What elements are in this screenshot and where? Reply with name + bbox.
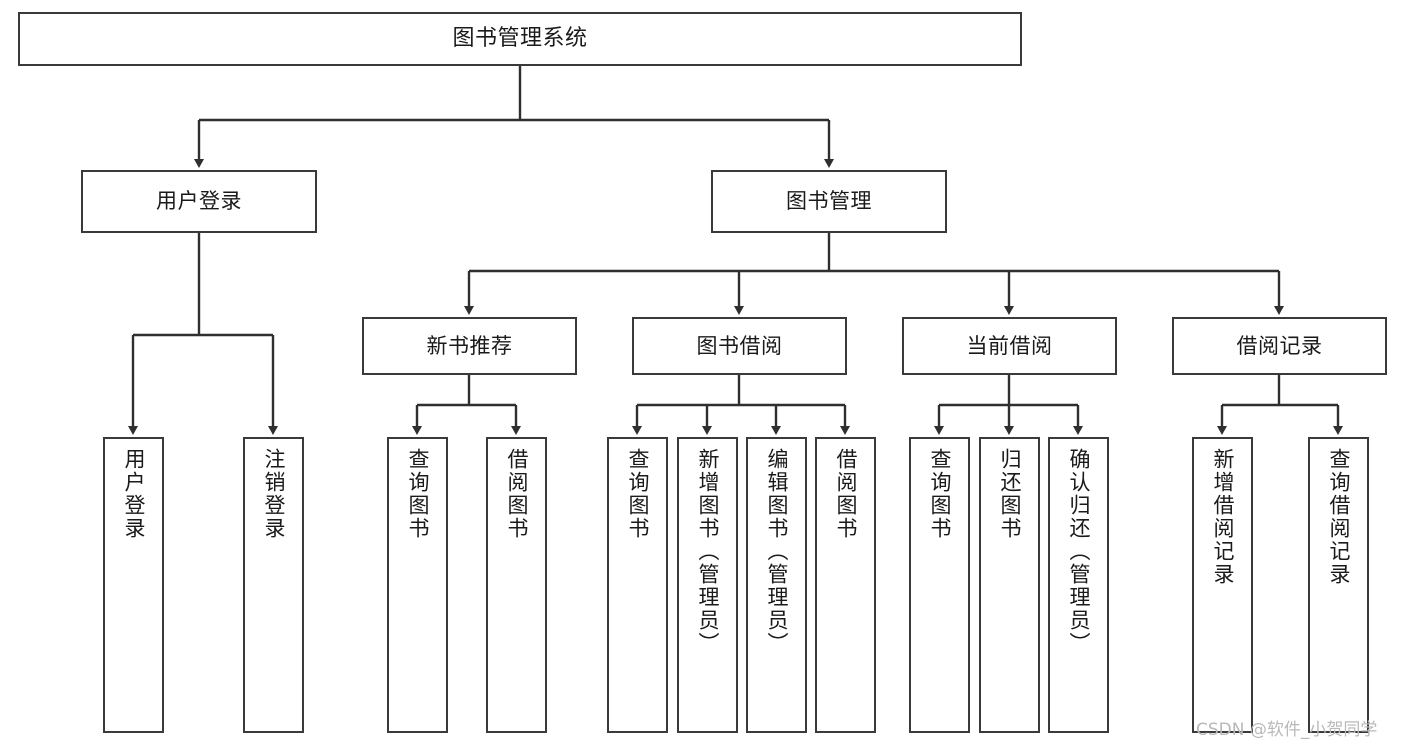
node-root-label: 图书管理系统 xyxy=(452,26,588,52)
node-leaf-return-book[interactable]: 归还图书 xyxy=(979,437,1040,733)
node-leaf-borrow-book-1-label: 借阅图书 xyxy=(505,448,529,540)
node-leaf-user-login[interactable]: 用户登录 xyxy=(103,437,164,733)
node-leaf-query-book-3-label: 查询图书 xyxy=(928,448,952,540)
node-leaf-query-record-label: 查询借阅记录 xyxy=(1327,448,1351,586)
node-leaf-confirm-return-label: 确认归还（管理员） xyxy=(1067,448,1091,655)
node-current-borrow[interactable]: 当前借阅 xyxy=(902,317,1117,375)
node-leaf-query-book-3[interactable]: 查询图书 xyxy=(909,437,970,733)
node-book-borrow-label: 图书借阅 xyxy=(696,333,783,358)
node-book-manage[interactable]: 图书管理 xyxy=(711,170,947,233)
node-leaf-user-login-label: 用户登录 xyxy=(122,448,146,540)
node-leaf-add-record[interactable]: 新增借阅记录 xyxy=(1192,437,1253,733)
node-leaf-query-book-1-label: 查询图书 xyxy=(406,448,430,540)
node-leaf-query-book-2-label: 查询图书 xyxy=(626,448,650,540)
node-book-borrow[interactable]: 图书借阅 xyxy=(632,317,847,375)
node-new-book-recommend[interactable]: 新书推荐 xyxy=(362,317,577,375)
node-user-login-label: 用户登录 xyxy=(156,189,242,214)
node-leaf-add-record-label: 新增借阅记录 xyxy=(1211,448,1235,586)
node-borrow-record-label: 借阅记录 xyxy=(1236,333,1323,358)
node-root[interactable]: 图书管理系统 xyxy=(18,12,1022,66)
node-leaf-user-logout-label: 注销登录 xyxy=(262,448,286,540)
node-leaf-query-book-2[interactable]: 查询图书 xyxy=(607,437,668,733)
node-new-book-recommend-label: 新书推荐 xyxy=(426,333,513,358)
node-leaf-return-book-label: 归还图书 xyxy=(998,448,1022,540)
node-leaf-confirm-return[interactable]: 确认归还（管理员） xyxy=(1048,437,1109,733)
node-leaf-edit-book[interactable]: 编辑图书（管理员） xyxy=(746,437,807,733)
node-leaf-edit-book-label: 编辑图书（管理员） xyxy=(765,448,789,655)
node-leaf-borrow-book-2-label: 借阅图书 xyxy=(834,448,858,540)
node-leaf-borrow-book-2[interactable]: 借阅图书 xyxy=(815,437,876,733)
node-leaf-query-book-1[interactable]: 查询图书 xyxy=(387,437,448,733)
csdn-watermark: CSDN @软件_小贺同学 xyxy=(1196,720,1378,740)
node-book-manage-label: 图书管理 xyxy=(786,189,872,214)
node-current-borrow-label: 当前借阅 xyxy=(966,333,1053,358)
node-borrow-record[interactable]: 借阅记录 xyxy=(1172,317,1387,375)
node-leaf-add-book-label: 新增图书（管理员） xyxy=(696,448,720,655)
node-leaf-borrow-book-1[interactable]: 借阅图书 xyxy=(486,437,547,733)
node-leaf-add-book[interactable]: 新增图书（管理员） xyxy=(677,437,738,733)
node-leaf-query-record[interactable]: 查询借阅记录 xyxy=(1308,437,1369,733)
node-leaf-user-logout[interactable]: 注销登录 xyxy=(243,437,304,733)
node-user-login[interactable]: 用户登录 xyxy=(81,170,317,233)
